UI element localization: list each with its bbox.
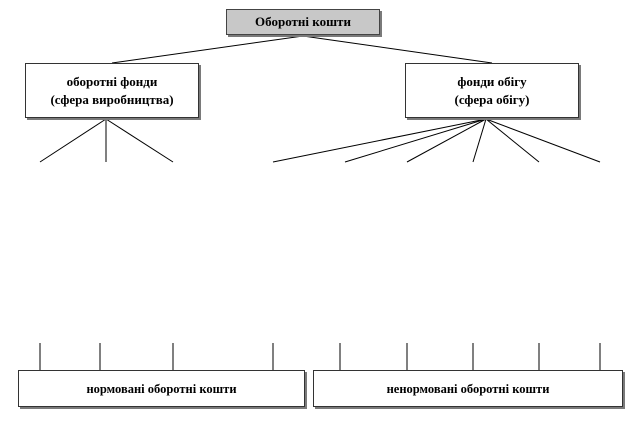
normalized-working-capital-label: нормовані оборотні кошти: [86, 381, 237, 396]
connector-right-fan-2: [344, 118, 487, 163]
connector-right-fan-3: [406, 118, 487, 163]
root-node: Оборотні кошти: [226, 9, 380, 35]
connector-root-left: [111, 35, 304, 64]
working-funds-sublabel: (сфера виробництва): [50, 91, 174, 107]
connector-left-fan-3: [105, 118, 174, 163]
connector-right-fan-6: [485, 118, 601, 163]
normalized-working-capital-node: нормовані оборотні кошти: [18, 370, 305, 407]
circulation-funds-node: фонди обігу (сфера обігу): [405, 63, 579, 118]
connector-left-fan-1: [39, 118, 107, 163]
working-funds-label: оборотні фонди: [66, 73, 158, 89]
root-node-label: Оборотні кошти: [255, 14, 351, 29]
circulation-funds-label: фонди обігу: [457, 73, 527, 89]
connector-root-right: [302, 35, 493, 64]
connector-right-fan-4: [472, 118, 487, 163]
connector-right-fan-5: [485, 118, 540, 163]
circulation-funds-sublabel: (сфера обігу): [454, 91, 530, 107]
non-normalized-working-capital-node: ненормовані оборотні кошти: [313, 370, 623, 407]
non-normalized-working-capital-label: ненормовані оборотні кошти: [386, 381, 550, 396]
connector-right-fan-1: [272, 118, 487, 163]
working-funds-node: оборотні фонди (сфера виробництва): [25, 63, 199, 118]
